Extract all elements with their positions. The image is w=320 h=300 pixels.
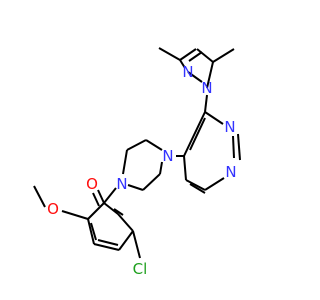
atom-label-n-piperazine-2: N xyxy=(116,175,127,193)
atom-label-n-pyrimidine-2: N xyxy=(225,163,236,181)
bond-12 xyxy=(204,177,225,191)
bond-5 xyxy=(179,59,186,69)
bond-13 xyxy=(185,179,206,191)
bond-0 xyxy=(206,61,214,89)
atom-label-n-pyrimidine-1: N xyxy=(224,118,235,136)
bond-22 xyxy=(159,161,163,175)
bond-6 xyxy=(212,48,235,63)
bond-39 xyxy=(132,230,141,259)
bond-36 xyxy=(113,208,124,216)
bond-28 xyxy=(87,202,105,220)
bond-34 xyxy=(103,202,119,215)
bond-8 xyxy=(204,94,208,113)
bond-19 xyxy=(145,139,163,151)
bond-16 xyxy=(183,111,206,157)
bond-17 xyxy=(189,117,206,151)
bond-layer xyxy=(33,47,241,259)
bond-37 xyxy=(61,210,89,220)
bond-31 xyxy=(97,239,119,246)
bond-4 xyxy=(187,71,203,83)
bond-38 xyxy=(33,185,46,208)
atom-label-cl: Cl xyxy=(133,260,148,278)
bond-23 xyxy=(142,173,161,191)
bond-29 xyxy=(87,218,95,245)
atom-label-o-methoxy: O xyxy=(47,200,59,218)
bond-32 xyxy=(118,230,134,251)
bond-24 xyxy=(127,184,144,191)
bond-25 xyxy=(103,187,117,204)
bond-27 xyxy=(92,192,100,207)
bond-30 xyxy=(93,243,120,251)
bond-26 xyxy=(97,189,105,204)
bond-10 xyxy=(237,133,241,161)
bond-14 xyxy=(189,183,206,194)
bond-11 xyxy=(232,135,235,159)
atom-label-o-carbonyl: O xyxy=(86,175,98,193)
bond-1 xyxy=(196,48,214,63)
bond-21 xyxy=(122,149,128,175)
bond-20 xyxy=(126,139,147,151)
bond-3 xyxy=(188,51,203,62)
bond-35 xyxy=(90,222,97,241)
bond-33 xyxy=(117,213,134,232)
bond-2 xyxy=(179,48,197,61)
atom-label-n-pyrazole-2: N xyxy=(182,63,193,81)
bond-7 xyxy=(158,47,181,61)
atom-label-n-pyrazole-1: N xyxy=(201,79,212,97)
molecule-structure-diagram: N N N N N N O O Cl xyxy=(33,47,241,278)
bond-9 xyxy=(204,111,224,125)
atom-label-n-piperazine-1: N xyxy=(162,147,173,165)
atom-label-layer: N N N N N N O O Cl xyxy=(47,63,237,278)
bond-15 xyxy=(183,155,187,181)
